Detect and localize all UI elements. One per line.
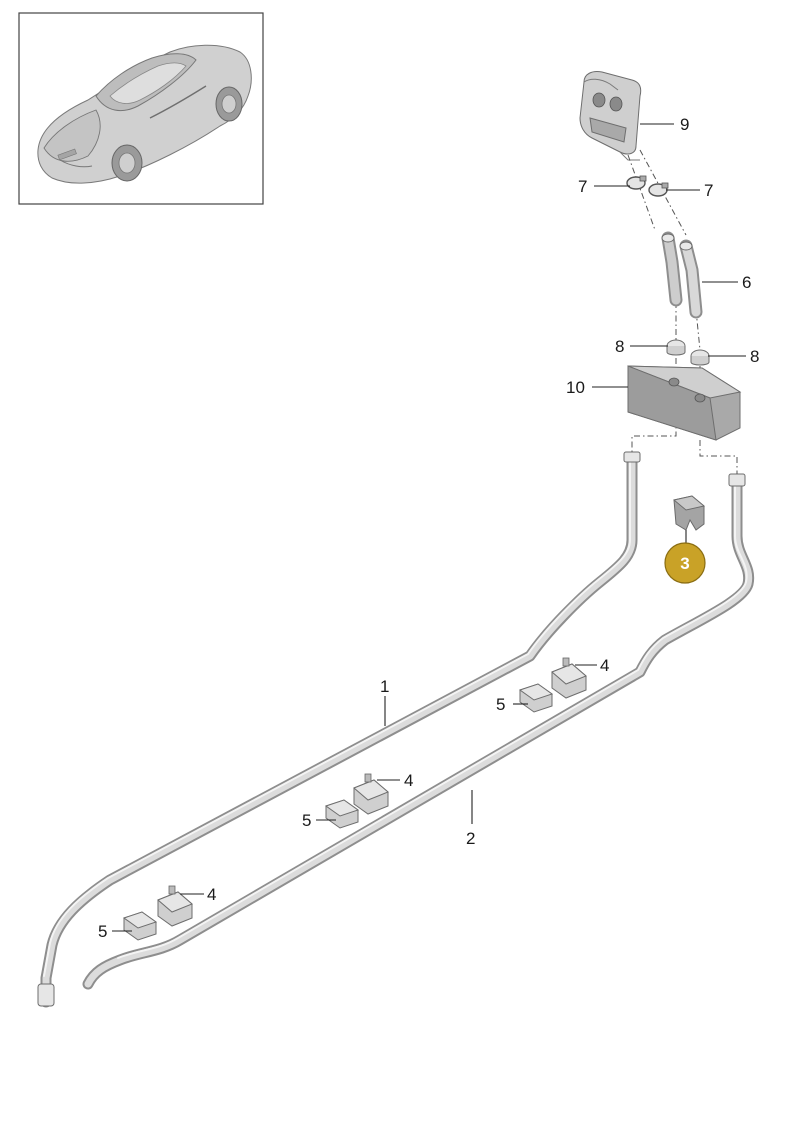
callout-7-right: 7 (704, 181, 713, 200)
callout-2: 2 (466, 829, 475, 848)
part-10-block (627, 365, 742, 441)
coolant-pipe-1 (37, 451, 641, 1008)
part-6-hoses (661, 231, 703, 319)
car-illustration (37, 44, 252, 184)
coolant-pipe-2 (82, 473, 755, 990)
leader-lines (112, 123, 746, 932)
part-7-clamps (626, 175, 669, 197)
callout-3-highlight[interactable]: 3 (664, 542, 706, 584)
callout-labels: 9 7 7 6 8 8 10 1 2 4 5 4 5 4 5 (98, 115, 759, 941)
vehicle-thumbnail (18, 12, 264, 205)
callout-8-right: 8 (750, 347, 759, 366)
clip-set-middle (324, 773, 389, 829)
callout-3: 3 (680, 554, 689, 573)
callout-5-lower: 5 (98, 922, 107, 941)
callout-9: 9 (680, 115, 689, 134)
clip-set-upper (518, 657, 587, 713)
callout-6: 6 (742, 273, 751, 292)
clip-set-lower (122, 885, 193, 941)
callout-4-lower: 4 (207, 885, 216, 904)
callout-10: 10 (566, 378, 585, 397)
callout-4-upper: 4 (600, 656, 609, 675)
part-9-connector (579, 71, 642, 161)
callout-7-left: 7 (578, 177, 587, 196)
callout-5-upper: 5 (496, 695, 505, 714)
callout-5-middle: 5 (302, 811, 311, 830)
part-8-grommets (666, 339, 710, 366)
callout-4-middle: 4 (404, 771, 413, 790)
callout-8-left: 8 (615, 337, 624, 356)
part-3-clip (673, 495, 705, 544)
callout-1: 1 (380, 677, 389, 696)
